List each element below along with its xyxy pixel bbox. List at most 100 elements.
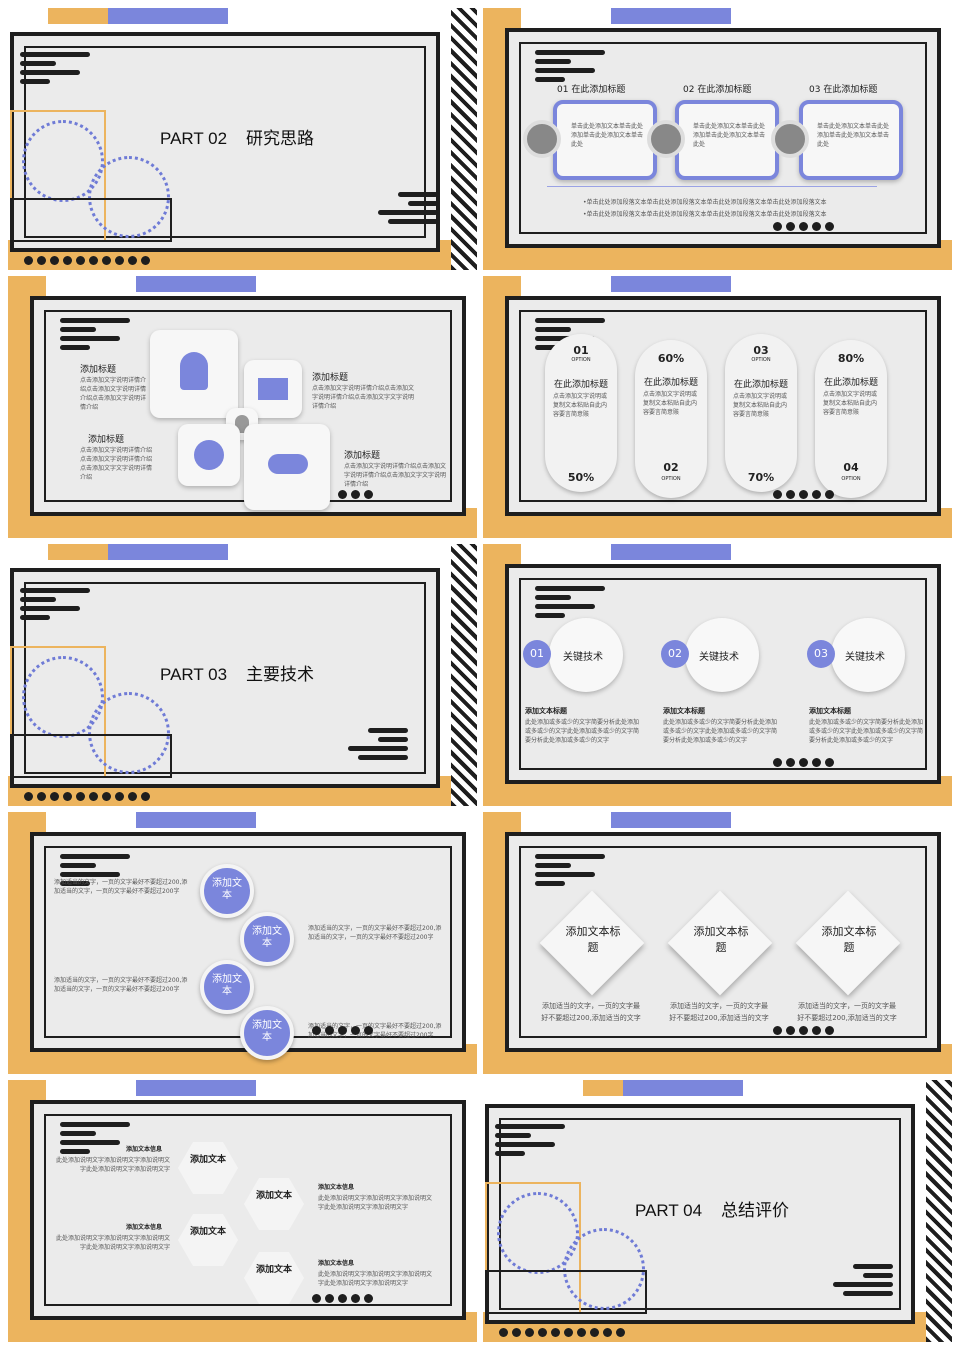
- text-circle-1: 添加文本: [200, 864, 254, 918]
- circle-text-3: 添加适当的文字，一页的文字最好不要超过200,添加适当的文字，一页的文字最好不要…: [54, 977, 188, 993]
- item-title-3: 03 在此添加标题: [809, 85, 878, 95]
- decor-top-orange: [583, 1080, 623, 1096]
- slide-5[interactable]: PART 03 主要技术: [8, 544, 477, 806]
- section-title: PART 03 主要技术: [160, 665, 315, 684]
- dotted-circle-icon: [497, 1192, 579, 1274]
- section-title: PART 04 总结评价: [635, 1201, 790, 1220]
- slide-10[interactable]: PART 04 总结评价: [483, 1080, 952, 1342]
- diamond-title-3: 添加文本标题: [821, 925, 877, 954]
- option-pill-3: 03 OPTION 在此添加标题 点击添加文字说明或复制文本粘贴自此内容要言简意…: [725, 334, 797, 492]
- decor-top-blue: [623, 1080, 743, 1096]
- logo-bars-icon: [60, 854, 130, 892]
- item-card-3: 单击此处添加文本单击此处添加单击此处添加文本单击此处: [799, 100, 903, 180]
- diamond-title-2: 添加文本标题: [693, 925, 749, 954]
- decor-zigzag: [926, 1080, 952, 1342]
- tech-circle-3: 关键技术: [831, 618, 905, 692]
- decor-top-blue: [611, 8, 731, 24]
- item-text-3: 此处添加或多或少的文字简要分析此处添加或多或少的文字此处添加或多或少的文字简要分…: [809, 719, 924, 744]
- chart-card: [244, 360, 302, 418]
- decor-top-blue: [108, 8, 228, 24]
- logo-bars-icon: [378, 192, 438, 230]
- decor-dots: [499, 1328, 625, 1337]
- decor-dots: [773, 1026, 834, 1035]
- logo-bars-icon: [348, 728, 408, 766]
- tech-circle-1: 关键技术: [549, 618, 623, 692]
- logo-bars-icon: [60, 1122, 130, 1160]
- logo-bars-icon: [833, 1264, 893, 1302]
- num-badge-1: 01: [523, 640, 551, 668]
- dotted-circle-icon: [88, 156, 170, 238]
- decor-dots: [773, 490, 834, 499]
- decor-box: [10, 198, 172, 242]
- num-badge-3: 03: [807, 640, 835, 668]
- decor-dots: [24, 256, 150, 265]
- bar-chart-icon: [258, 378, 288, 400]
- dotted-circle-icon: [88, 692, 170, 774]
- block-title-1: 添加标题: [80, 365, 117, 375]
- bullet-2: •单击此处添加段落文本单击此处添加段落文本单击此处添加段落文本单击此处添加段落文…: [583, 211, 827, 218]
- slide-2[interactable]: 01 在此添加标题 02 在此添加标题 03 在此添加标题 单击此处添加文本单击…: [483, 8, 952, 270]
- section-title: PART 02 研究思路: [160, 129, 315, 148]
- decor-top-blue: [611, 812, 731, 828]
- slide-7[interactable]: 添加文本 添加文本 添加文本 添加文本 添加适当的文字，一页的文字最好不要超过2…: [8, 812, 477, 1074]
- decor-dots: [312, 1294, 373, 1303]
- info-title-2: 添加文本信息: [126, 1224, 163, 1231]
- decor-dots: [773, 222, 834, 231]
- logo-bars-icon: [535, 586, 605, 624]
- diamond-title-1: 添加文本标题: [565, 925, 621, 954]
- info-text-4: 此处添加说明文字添加说明文字添加说明文字此处添加说明文字添加说明文字: [318, 1271, 433, 1287]
- block-title-4: 添加标题: [344, 451, 381, 461]
- slide-4[interactable]: 01 OPTION 在此添加标题 点击添加文字说明或复制文本粘贴自此内容要言简意…: [483, 276, 952, 538]
- decor-top-orange: [48, 544, 108, 560]
- item-text-1: 此处添加或多或少的文字简要分析此处添加或多或少的文字此处添加或多或少的文字简要分…: [525, 719, 640, 744]
- logo-bars-icon: [495, 1124, 565, 1162]
- item-title-3: 添加文本标题: [809, 707, 851, 715]
- text-circle-4: 添加文本: [240, 1006, 294, 1060]
- circle-text-4: 添加适当的文字，一页的文字最好不要超过200,添加适当的文字，一页的文字最好不要…: [308, 1023, 442, 1039]
- logo-bars-icon: [20, 52, 90, 90]
- item-title-1: 添加文本标题: [525, 707, 567, 715]
- person-icon: [180, 352, 208, 390]
- option-pill-1: 01 OPTION 在此添加标题 点击添加文字说明或复制文本粘贴自此内容要言简意…: [545, 334, 617, 492]
- info-text-3: 此处添加说明文字添加说明文字添加说明文字此处添加说明文字添加说明文字: [318, 1195, 433, 1211]
- circle-text-1: 添加适当的文字，一页的文字最好不要超过200,添加适当的文字，一页的文字最好不要…: [54, 879, 188, 895]
- logo-bars-icon: [60, 318, 130, 356]
- item-card-2: 单击此处添加文本单击此处添加单击此处添加文本单击此处: [675, 100, 779, 180]
- tech-circle-2: 关键技术: [685, 618, 759, 692]
- decor-dots: [312, 1026, 373, 1035]
- pie-card: [178, 424, 240, 486]
- diamond-text-3: 添加适当的文字，一页的文字最好不要超过200,添加适当的文字: [797, 1002, 897, 1022]
- money-bag-icon: [268, 454, 308, 474]
- block-text-3: 点击添加文字说明详情介绍点击添加文字说明详情介绍点击添加文字文字说明详情介绍: [312, 385, 415, 410]
- slide-9[interactable]: 添加文本 添加文本 添加文本 添加文本 添加文本信息 此处添加说明文字添加说明文…: [8, 1080, 477, 1342]
- logo-bars-icon: [535, 854, 605, 892]
- info-title-3: 添加文本信息: [318, 1184, 355, 1191]
- decor-dots: [773, 758, 834, 767]
- block-text-1: 点击添加文字说明详情介绍点击添加文字说明详情介绍点击添加文字说明详情介绍: [80, 377, 147, 411]
- diamond-text-1: 添加适当的文字，一页的文字最好不要超过200,添加适当的文字: [541, 1002, 641, 1022]
- item-title-2: 添加文本标题: [663, 707, 705, 715]
- slide-1[interactable]: PART 02 研究思路: [8, 8, 477, 270]
- decor-box: [10, 734, 172, 778]
- network-icon: [647, 120, 685, 158]
- slide-8[interactable]: 添加文本标题 添加文本标题 添加文本标题 添加适当的文字，一页的文字最好不要超过…: [483, 812, 952, 1074]
- item-title-2: 02 在此添加标题: [683, 85, 752, 95]
- decor-top-orange: [48, 8, 108, 24]
- slide-6[interactable]: 关键技术 01 关键技术 02 关键技术 03 添加文本标题 此处添加或多或少的…: [483, 544, 952, 806]
- circle-text-2: 添加适当的文字，一页的文字最好不要超过200,添加适当的文字，一页的文字最好不要…: [308, 925, 442, 941]
- dotted-circle-icon: [563, 1228, 645, 1310]
- divider: [547, 186, 877, 187]
- block-title-2: 添加标题: [88, 435, 125, 445]
- money-card: [244, 424, 330, 510]
- decor-top-blue: [136, 276, 256, 292]
- person-card: [150, 330, 238, 418]
- pie-chart-icon: [194, 440, 224, 470]
- decor-dots: [338, 490, 373, 499]
- dotted-circle-icon: [22, 120, 104, 202]
- slide-3[interactable]: 添加标题 点击添加文字说明详情介绍点击添加文字说明详情介绍点击添加文字说明详情介…: [8, 276, 477, 538]
- decor-dots: [24, 792, 150, 801]
- block-text-4: 点击添加文字说明详情介绍点击添加文字说明详情介绍点击添加文字文字说明详情介绍: [344, 463, 447, 488]
- user-icon: [771, 120, 809, 158]
- logo-bars-icon: [535, 50, 605, 88]
- num-badge-2: 02: [661, 640, 689, 668]
